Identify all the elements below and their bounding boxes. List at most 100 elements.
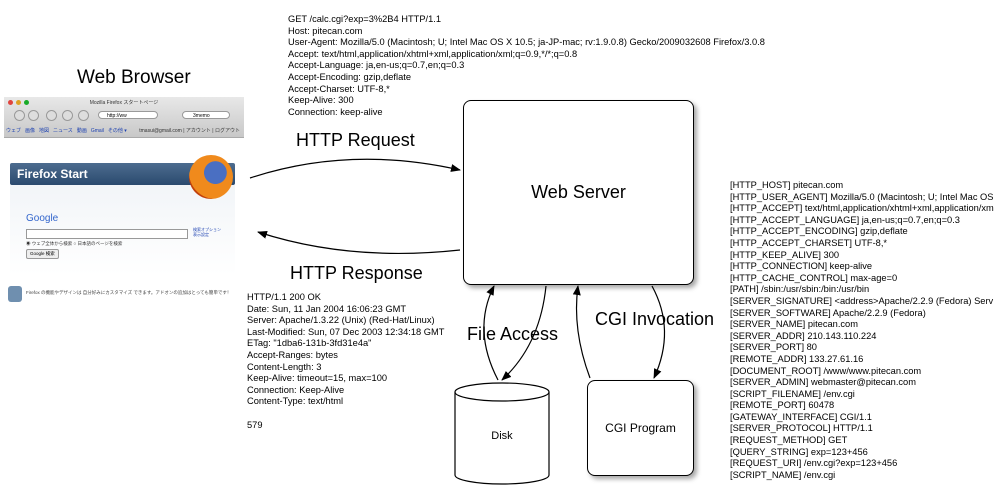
env-var-line: [REMOTE_ADDR] 133.27.61.16 [730,353,864,364]
response-line: HTTP/1.1 200 OK [247,292,321,302]
stop-icon [62,110,73,121]
reload-icon [46,110,57,121]
response-line: Accept-Ranges: bytes [247,349,338,360]
firefox-logo-icon [189,155,233,199]
nav-link: Gmail [90,128,104,134]
request-header-line: User-Agent: Mozilla/5.0 (Macintosh; U; I… [288,37,765,48]
cgi-program-box: CGI Program [587,380,694,476]
cgi-environment-variables: [HTTP_HOST] pitecan.com[HTTP_USER_AGENT]… [730,180,994,481]
back-icon [14,110,25,121]
nav-link: ニュース [53,128,73,134]
response-line: Connection: Keep-Alive [247,384,345,395]
account-links: tmasui@gmail.com | アカウント | ログアウト [139,128,240,134]
env-var-line: [SERVER_SOFTWARE] Apache/2.2.9 (Fedora) [730,307,926,318]
cgi-program-label: CGI Program [605,421,676,435]
http-response-label: HTTP Response [290,263,423,283]
disk-read-arrow [483,285,499,381]
env-var-line: [SERVER_ADMIN] webmaster@pitecan.com [730,377,916,388]
disk-cylinder [454,382,550,485]
nav-link: 地図 [39,128,50,134]
env-var-line: [HTTP_KEEP_ALIVE] 300 [730,249,840,260]
request-header-line: Host: pitecan.com [288,25,363,36]
browser-thumbnail: Mozilla Firefox スタートページ http://ww 3memo … [4,97,244,319]
request-header-line: Accept-Language: ja,en-us;q=0.7,en;q=0.3 [288,60,465,71]
env-var-line: [HTTP_ACCEPT_CHARSET] UTF-8,* [730,237,888,248]
firefox-start-header: Firefox Start [10,163,235,185]
env-var-line: [DOCUMENT_ROOT] /www/www.pitecan.com [730,365,922,376]
env-var-line: [SERVER_ADDR] 210.143.110.224 [730,330,877,341]
cgi-output-arrow [572,285,591,379]
search-options-link: 検索オプション [193,227,221,232]
request-header-line: Accept: text/html,application/xhtml+xml,… [288,48,578,59]
file-access-label: File Access [467,324,559,344]
env-var-line: [SERVER_SIGNATURE] <address>Apache/2.2.9… [730,295,994,306]
env-var-line: [SCRIPT_FILENAME] /env.cgi [730,388,855,399]
search-option-links: 検索オプション 表示設定 [193,227,221,237]
url-field: http://ww [98,111,158,119]
browser-search-field: 3memo [182,111,230,119]
browser-content: Firefox Start Google ◉ ウェブ全体から検索 ○ 日本語のペ… [4,138,244,319]
browser-toolbar: Mozilla Firefox スタートページ http://ww 3memo … [4,97,244,138]
env-var-line: [HTTP_CACHE_CONTROL] max-age=0 [730,272,898,283]
firefox-footer-text: Firefox の機能やデザインは 自分好みにカスタマイズ できます。アドオンの… [26,290,232,295]
env-var-line: [SERVER_NAME] pitecan.com [730,319,858,330]
env-var-line: [HTTP_USER_AGENT] Mozilla/5.0 (Macintosh… [730,191,994,202]
request-header-line: GET /calc.cgi?exp=3%2B4 HTTP/1.1 [288,14,442,24]
web-browser-title: Web Browser [77,67,191,88]
env-var-line: [PATH] /sbin:/usr/sbin:/bin:/usr/bin [730,284,870,295]
home-icon [78,110,89,121]
addon-puzzle-icon [8,286,22,302]
nav-link: 画像 [25,128,36,134]
request-header-line: Keep-Alive: 300 [288,95,354,106]
env-var-line: [SERVER_PORT] 80 [730,342,817,353]
env-var-line: [REMOTE_PORT] 60478 [730,400,835,411]
browser-window-title: Mozilla Firefox スタートページ [89,100,159,106]
env-var-line: [SERVER_PROTOCOL] HTTP/1.1 [730,423,873,434]
http-response-arrow [257,230,461,255]
response-line: Content-Length: 3 [247,361,322,372]
response-line: Content-Type: text/html [247,396,344,407]
settings-link: 表示設定 [193,232,209,237]
minimize-dot-icon [16,100,21,105]
request-header-line: Connection: keep-alive [288,106,383,117]
response-line: Last-Modified: Sun, 07 Dec 2003 12:34:18… [247,326,445,337]
response-line: Keep-Alive: timeout=15, max=100 [247,373,388,384]
web-server-box: Web Server [463,100,694,285]
response-line: Date: Sun, 11 Jan 2004 16:06:23 GMT [247,303,407,314]
response-line: Server: Apache/1.3.22 (Unix) (Red-Hat/Li… [247,315,435,326]
disk-label: Disk [491,430,513,442]
env-var-line: [QUERY_STRING] exp=123+456 [730,446,868,457]
env-var-line: [HTTP_HOST] pitecan.com [730,180,844,190]
search-scope-options: ◉ ウェブ全体から検索 ○ 日本語のページを検索 [26,241,123,246]
disk-write-arrow [501,285,547,381]
env-var-line: [HTTP_ACCEPT] text/html,application/xhtm… [730,203,994,214]
cgi-invocation-label: CGI Invocation [595,309,715,329]
env-var-line: [HTTP_ACCEPT_LANGUAGE] ja,en-us;q=0.7,en… [730,214,960,225]
env-var-line: [GATEWAY_INTERFACE] CGI/1.1 [730,411,872,422]
nav-link: その他 ▾ [107,128,127,134]
env-var-line: [HTTP_CONNECTION] keep-alive [730,261,873,272]
forward-icon [28,110,39,121]
http-request-arrow [249,158,461,179]
response-line: ETag: "1dba6-131b-3fd31e4a" [247,338,372,349]
google-search-button: Google 検索 [26,249,59,259]
zoom-dot-icon [24,100,29,105]
http-request-label: HTTP Request [296,130,415,150]
nav-link: ウェブ [6,128,22,134]
nav-link: 動画 [76,128,87,134]
request-header-line: Accept-Charset: UTF-8,* [288,83,390,94]
close-dot-icon [8,100,13,105]
env-var-line: [SCRIPT_NAME] /env.cgi [730,469,836,480]
env-var-line: [REQUEST_URI] /env.cgi?exp=123+456 [730,458,898,469]
request-header-line: Accept-Encoding: gzip,deflate [288,71,412,82]
env-var-line: [HTTP_ACCEPT_ENCODING] gzip,deflate [730,226,908,237]
google-logo: Google [26,213,59,224]
response-line: 579 [247,419,263,430]
google-search-field [26,229,188,239]
env-var-line: [REQUEST_METHOD] GET [730,435,848,446]
firefox-start-title: Firefox Start [17,167,88,181]
